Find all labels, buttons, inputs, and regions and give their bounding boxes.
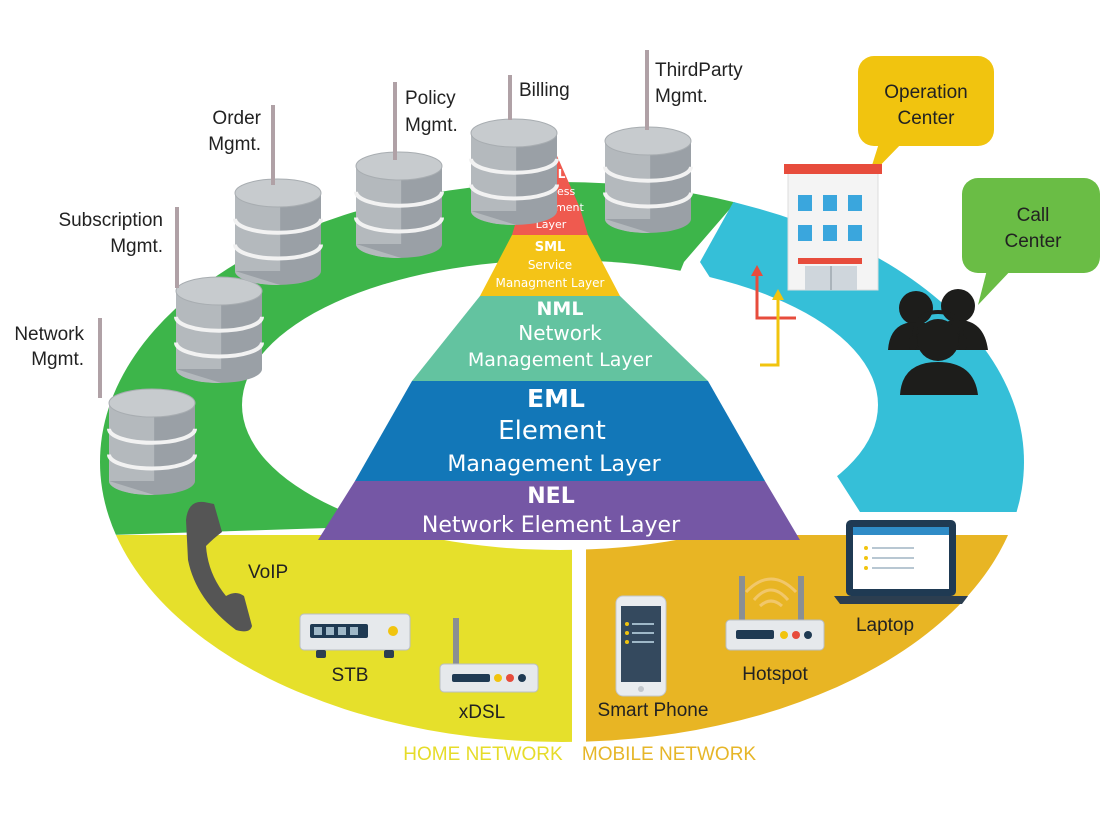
yellow-ring-segment — [105, 535, 572, 742]
stb-label: STB — [332, 665, 369, 686]
laptop-label: Laptop — [856, 615, 914, 636]
arrow-up-icon — [751, 265, 796, 367]
operation-center-bubble: Operation Center — [858, 56, 994, 178]
mobile-network-label: MOBILE NETWORK — [582, 744, 757, 765]
smart-phone-label: Smart Phone — [598, 700, 709, 721]
bml-name-3: Layer — [536, 218, 567, 231]
modem-icon — [439, 618, 539, 693]
billing-label: Billing — [519, 80, 570, 101]
smartphone-icon — [615, 595, 667, 697]
operation-center-label-1: Operation — [884, 82, 967, 103]
thirdparty-mgmt-label-2: Mgmt. — [655, 86, 708, 107]
call-center-label-1: Call — [1017, 205, 1050, 226]
order-mgmt-label-2: Mgmt. — [208, 134, 261, 155]
network-mgmt-label-1: Network — [14, 324, 84, 345]
nml-abbr: NML — [537, 298, 584, 320]
sml-name-2: Managment Layer — [496, 276, 605, 290]
management-pyramid — [318, 140, 800, 540]
device-labels: VoIP STB xDSL Smart Phone Hotspot Laptop — [248, 562, 914, 723]
sml-name-1: Service — [528, 258, 572, 272]
policy-mgmt-database — [354, 151, 444, 259]
order-mgmt-database — [233, 178, 323, 286]
thirdparty-mgmt-label-1: ThirdParty — [655, 60, 743, 81]
sml-abbr: SML — [535, 240, 566, 255]
policy-mgmt-label-1: Policy — [405, 88, 456, 109]
database-icon — [107, 388, 197, 496]
nml-name-1: Network — [518, 321, 602, 345]
phone-handset-icon — [186, 501, 252, 632]
nel-name: Network Element Layer — [422, 513, 681, 538]
eml-name-1: Element — [498, 416, 606, 446]
operation-center-label-2: Center — [897, 108, 955, 129]
order-mgmt-label-1: Order — [212, 108, 261, 129]
policy-mgmt-label-2: Mgmt. — [405, 115, 458, 136]
nel-abbr: NEL — [527, 484, 574, 509]
xdsl-label: xDSL — [459, 702, 505, 723]
eml-abbr: EML — [527, 384, 585, 413]
call-center-bubble: Call Center — [962, 178, 1100, 305]
building-icon — [784, 164, 882, 291]
database-icon — [233, 178, 323, 286]
cyan-ring-segment — [700, 190, 1024, 512]
thirdparty-mgmt-database — [603, 126, 693, 234]
eml-layer — [355, 381, 765, 481]
voip-label: VoIP — [248, 562, 288, 583]
laptop-icon — [834, 520, 968, 604]
database-labels: Network Mgmt. Subscription Mgmt. Order M… — [14, 60, 743, 370]
network-mgmt-database — [107, 388, 197, 496]
billing-database — [469, 118, 559, 226]
subscription-mgmt-label-2: Mgmt. — [110, 236, 163, 257]
hotspot-router-icon — [725, 576, 825, 651]
database-icon — [354, 151, 444, 259]
home-network-label: HOME NETWORK — [403, 744, 563, 765]
nel-layer — [318, 481, 800, 540]
set-top-box-icon — [299, 613, 411, 658]
sml-layer — [480, 235, 620, 296]
nml-layer — [412, 296, 708, 381]
nml-name-2: Management Layer — [468, 349, 652, 371]
database-icon — [603, 126, 693, 234]
hotspot-label: Hotspot — [742, 664, 808, 685]
eml-name-2: Management Layer — [447, 452, 661, 477]
database-icon — [174, 276, 264, 384]
headset-agent-icon — [888, 289, 988, 395]
database-icon — [469, 118, 559, 226]
subscription-mgmt-database — [174, 276, 264, 384]
network-mgmt-label-2: Mgmt. — [31, 349, 84, 370]
call-center-label-2: Center — [1004, 231, 1062, 252]
amber-ring-segment — [586, 535, 1024, 742]
subscription-mgmt-label-1: Subscription — [58, 210, 163, 231]
database-leader-lines — [98, 50, 649, 398]
